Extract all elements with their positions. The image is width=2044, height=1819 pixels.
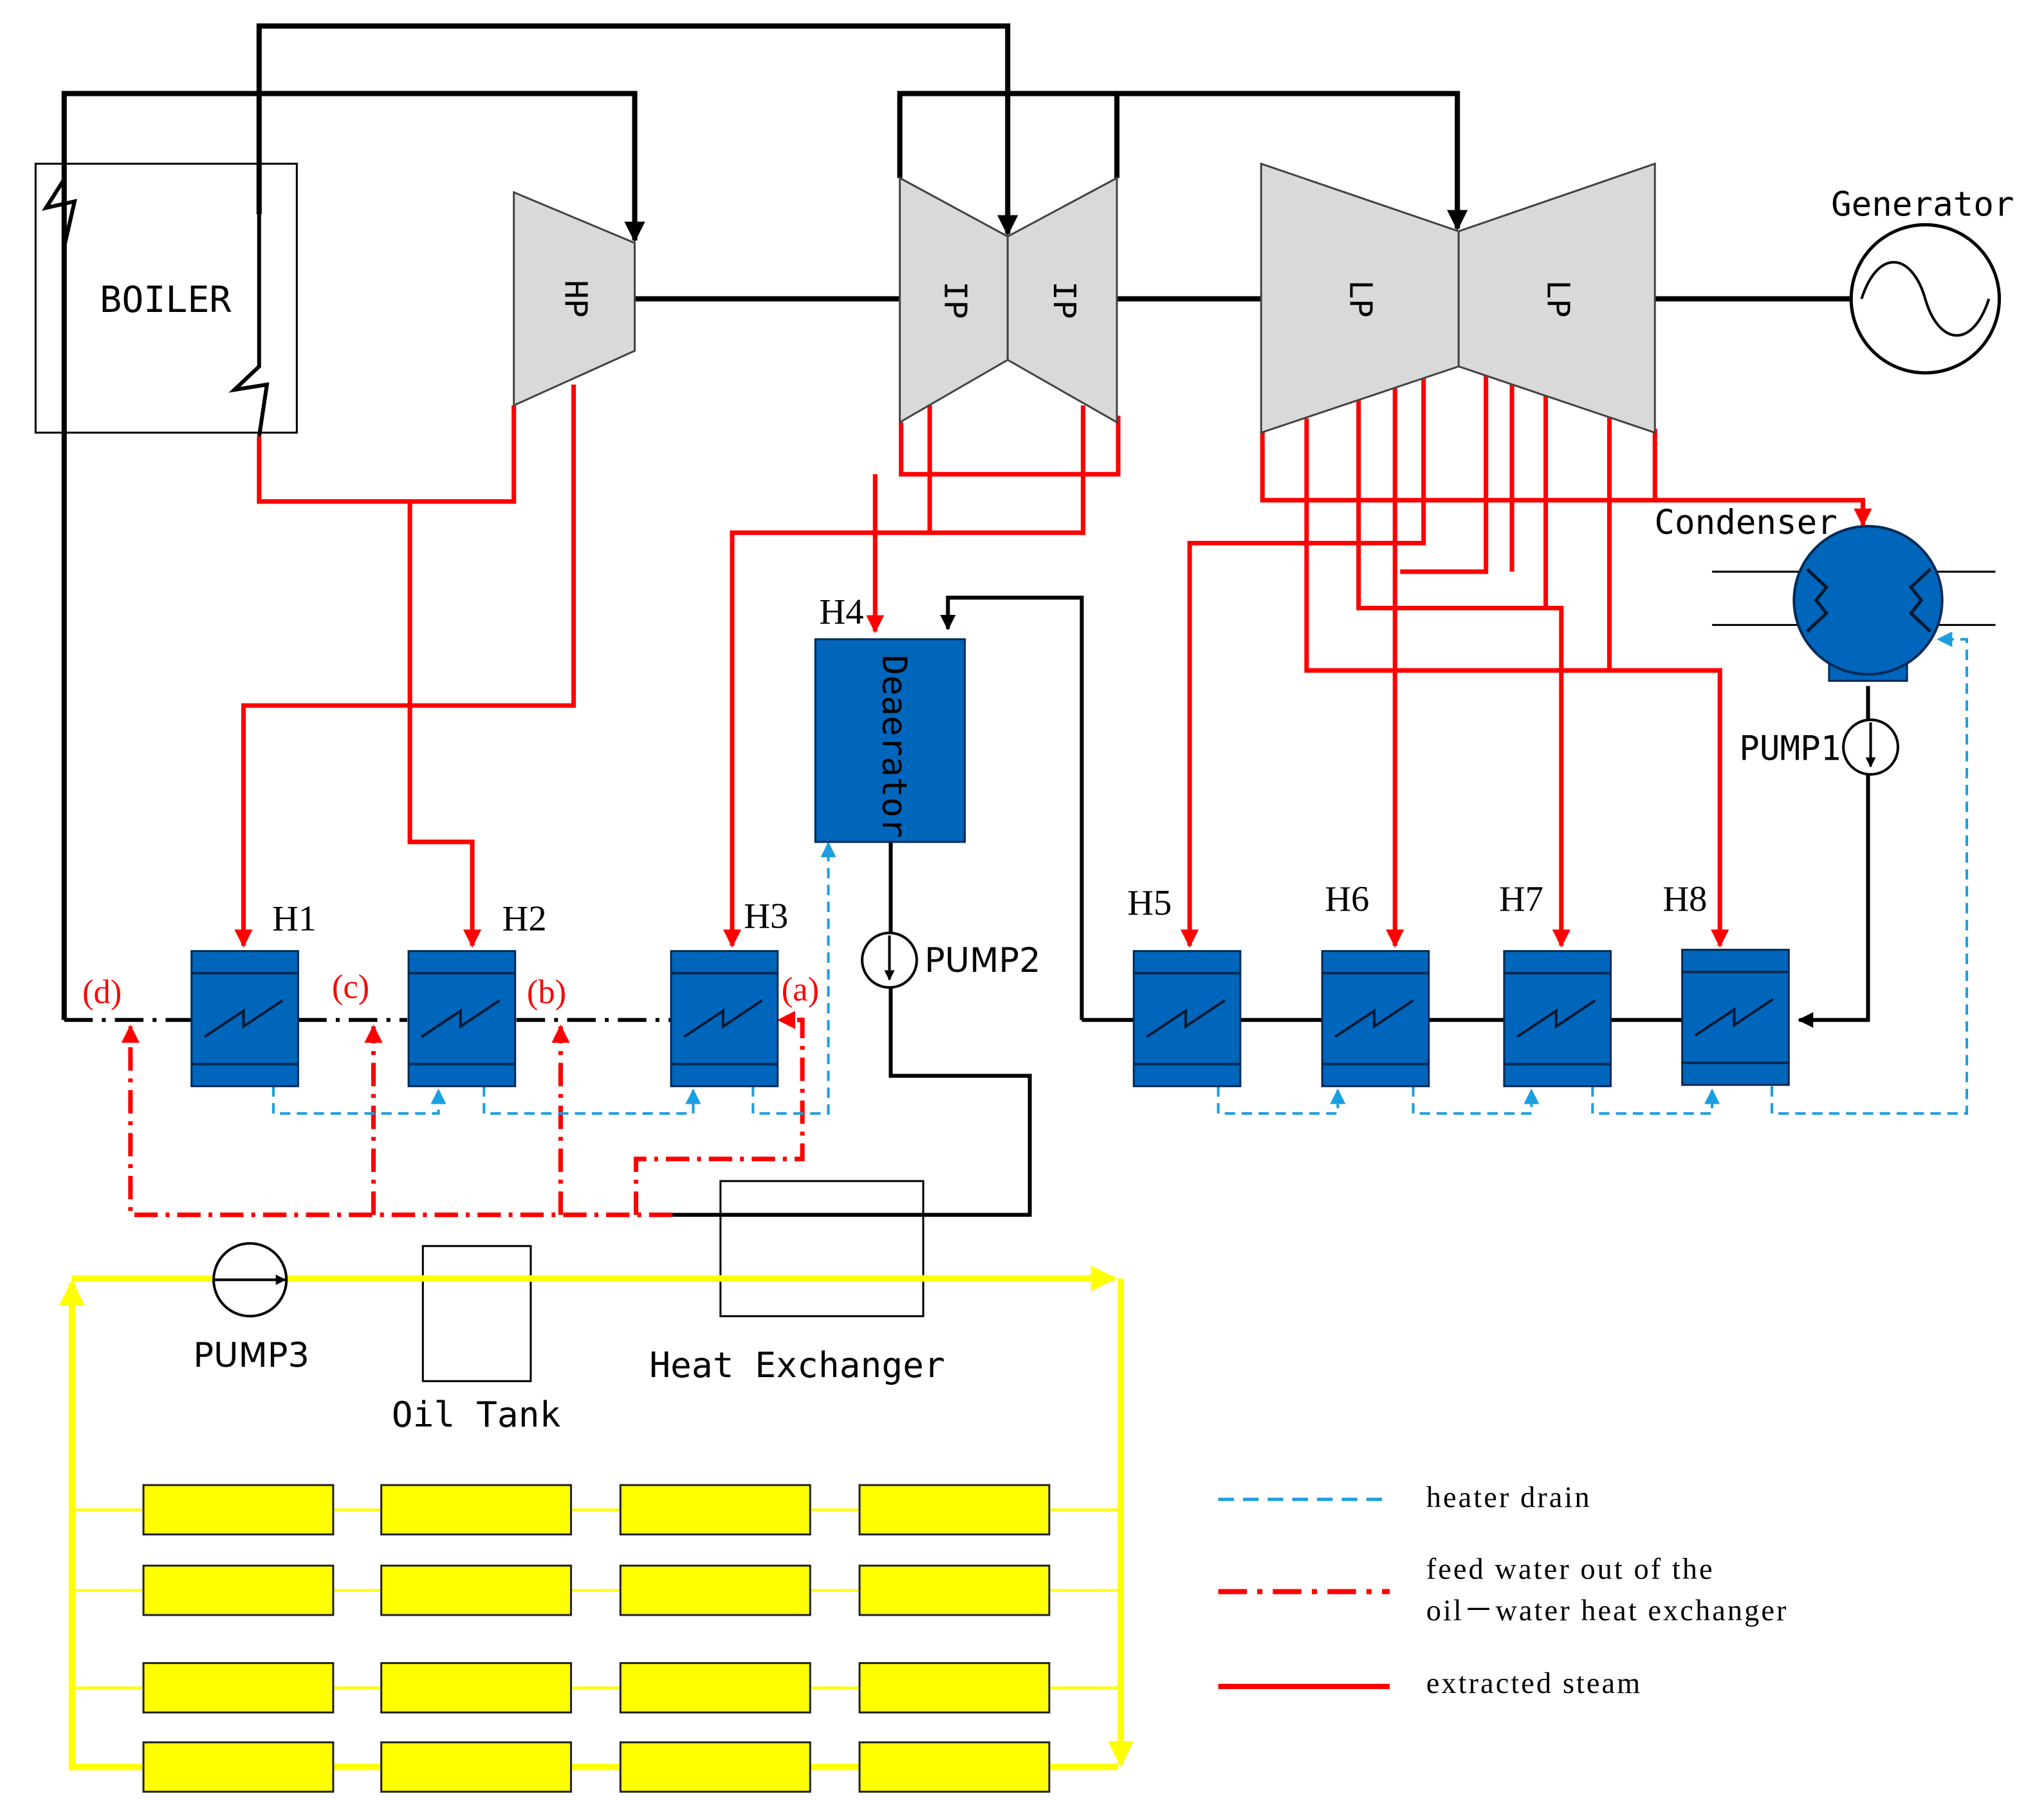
heater-h5: H5 bbox=[1127, 883, 1240, 1086]
point-b-label: (b) bbox=[527, 973, 566, 1010]
legend-feed-label-2: oil－water heat exchanger bbox=[1426, 1595, 1789, 1627]
oil-tank: Oil Tank bbox=[392, 1245, 561, 1435]
legend-drain-label: heater drain bbox=[1426, 1481, 1592, 1514]
deaerator: Deaerator H4 bbox=[814, 592, 966, 843]
heater-h1: H1 bbox=[192, 899, 317, 1086]
h7-label: H7 bbox=[1499, 879, 1543, 919]
h4-label: H4 bbox=[819, 592, 863, 632]
h2-label: H2 bbox=[502, 899, 547, 938]
heater-h7: H7 bbox=[1499, 879, 1611, 1086]
oil-water-feed-lines bbox=[121, 1010, 805, 1218]
pump2: PUMP2 bbox=[861, 931, 1041, 989]
generator-label: Generator bbox=[1831, 185, 2014, 224]
legend-feed-label-1: feed water out of the bbox=[1426, 1553, 1715, 1586]
pump1-label: PUMP1 bbox=[1739, 729, 1841, 769]
generator: Generator bbox=[1831, 185, 2014, 375]
point-c-label: (c) bbox=[332, 968, 369, 1005]
lp-left-label: LP bbox=[1343, 280, 1379, 317]
collector-row-2 bbox=[75, 1566, 1118, 1615]
extracted-steam-lines bbox=[234, 371, 1872, 948]
heater-h8: H8 bbox=[1662, 879, 1789, 1085]
ip-turbine: IP IP bbox=[899, 176, 1118, 425]
pump3-label: PUMP3 bbox=[193, 1336, 309, 1375]
hp-turbine: HP bbox=[513, 190, 636, 407]
point-d-label: (d) bbox=[82, 973, 122, 1010]
deaerator-label: Deaerator bbox=[874, 655, 914, 838]
heat-exchanger-label: Heat Exchanger bbox=[649, 1344, 945, 1385]
hp-label: HP bbox=[558, 280, 594, 317]
h6-label: H6 bbox=[1325, 879, 1369, 919]
collector-row-3 bbox=[75, 1663, 1118, 1713]
ip-left-label: IP bbox=[937, 281, 973, 318]
condenser-label: Condenser bbox=[1654, 503, 1837, 542]
condenser: Condenser bbox=[1654, 503, 1996, 682]
heat-exchanger: Heat Exchanger bbox=[649, 1180, 945, 1385]
h5-label: H5 bbox=[1127, 883, 1172, 923]
legend-steam-label: extracted steam bbox=[1426, 1667, 1643, 1700]
h1-label: H1 bbox=[272, 899, 317, 938]
sine-wave-icon bbox=[1860, 261, 1991, 337]
boiler: BOILER bbox=[34, 163, 298, 434]
collector-row-1 bbox=[75, 1485, 1118, 1535]
main-steam-lines bbox=[61, 23, 1853, 1020]
solar-collector-field bbox=[75, 1485, 1118, 1792]
heater-h2: H2 bbox=[409, 899, 547, 1086]
boiler-pipe-zigzags bbox=[41, 178, 270, 437]
lp-right-label: LP bbox=[1540, 280, 1576, 317]
pump3: PUMP3 bbox=[193, 1242, 309, 1375]
ip-right-label: IP bbox=[1046, 281, 1082, 318]
lp-turbine: LP LP bbox=[1260, 162, 1656, 434]
collector-row-4 bbox=[75, 1742, 1118, 1792]
heater-h6: H6 bbox=[1322, 879, 1429, 1086]
pump2-label: PUMP2 bbox=[925, 941, 1041, 980]
feedwater-line-lp bbox=[672, 596, 1870, 1217]
h3-label: H3 bbox=[744, 896, 788, 936]
point-labels: (a) (b) (c) (d) bbox=[82, 968, 819, 1010]
boiler-label: BOILER bbox=[100, 279, 232, 321]
oil-tank-label: Oil Tank bbox=[392, 1394, 561, 1435]
point-a-label: (a) bbox=[782, 971, 819, 1008]
h8-label: H8 bbox=[1662, 879, 1707, 919]
pump1: PUMP1 bbox=[1739, 718, 1899, 776]
legend: heater drain feed water out of the oil－w… bbox=[1218, 1481, 1789, 1700]
heater-drain-lines bbox=[272, 631, 1969, 1115]
heater-h3: H3 bbox=[671, 896, 788, 1086]
